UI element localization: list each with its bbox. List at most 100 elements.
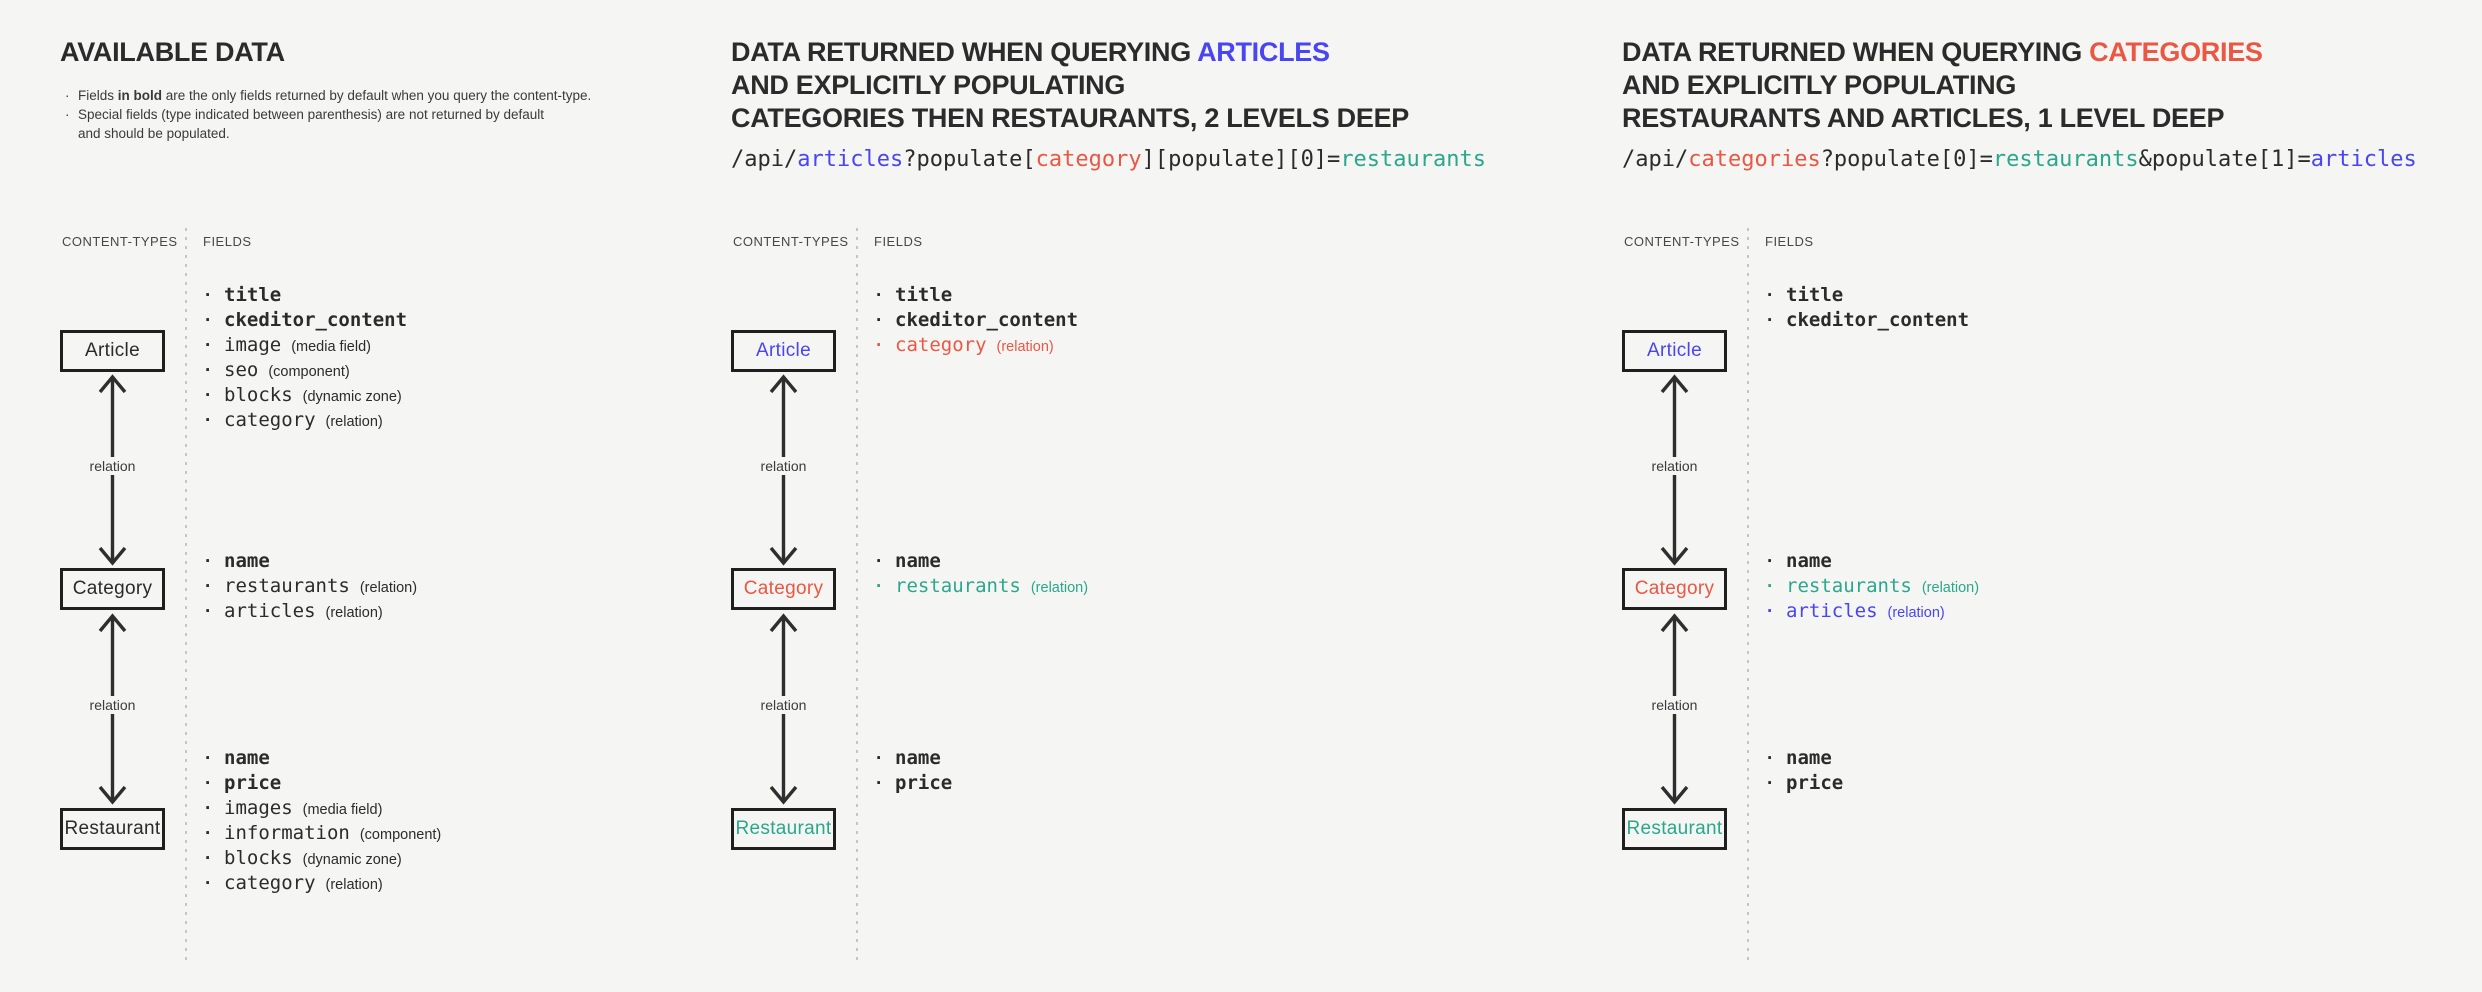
title-text: AND EXPLICITLY POPULATING <box>731 70 1126 100</box>
field-row: ·name <box>876 747 952 772</box>
code-segment: category <box>1035 147 1142 172</box>
code-segment: articles <box>797 147 904 172</box>
title-highlight: ARTICLES <box>1197 37 1330 67</box>
field-row: ·category(relation) <box>205 409 407 434</box>
content-type-box-restaurant: Restaurant <box>1622 808 1727 850</box>
note-item: and should be populated. <box>65 124 591 143</box>
field-type-annotation: (component) <box>268 364 350 380</box>
field-name: title <box>224 284 282 306</box>
relation-label: relation <box>1645 696 1704 715</box>
bullet-icon: · <box>205 873 212 894</box>
fields-column-label: FIELDS <box>203 234 252 249</box>
relation-connector: relation <box>83 612 142 806</box>
fields-column-label: FIELDS <box>1765 234 1814 249</box>
article-fields-list: ·title ·ckeditor_content ·category(relat… <box>876 284 1078 359</box>
title-line: RESTAURANTS AND ARTICLES, 1 LEVEL DEEP <box>1622 102 2263 135</box>
field-name: title <box>1786 284 1844 306</box>
bullet-icon: · <box>205 410 212 431</box>
field-name: seo <box>224 359 259 381</box>
field-name: information <box>224 822 350 844</box>
bullet-icon: · <box>205 360 212 381</box>
note-item: · Fields in bold are the only fields ret… <box>65 86 591 105</box>
field-row: ·category(relation) <box>205 872 441 897</box>
panel-query-articles: DATA RETURNED WHEN QUERYING ARTICLES AND… <box>731 0 1601 992</box>
field-row: ·images(media field) <box>205 797 441 822</box>
entity-name: Article <box>85 340 140 361</box>
note-segment: Fields <box>78 88 118 103</box>
relation-label: relation <box>83 457 142 476</box>
title-text: AND EXPLICITLY POPULATING <box>1622 70 2017 100</box>
field-row: ·ckeditor_content <box>205 309 407 334</box>
field-row: ·title <box>876 284 1078 309</box>
field-type-annotation: (relation) <box>325 605 383 621</box>
content-type-box-category: Category <box>60 568 165 610</box>
title-text: AVAILABLE DATA <box>60 37 285 67</box>
content-types-column-label: CONTENT-TYPES <box>1624 234 1740 249</box>
field-row: ·price <box>1767 772 1843 797</box>
field-row: ·articles(relation) <box>205 600 417 625</box>
relation-label: relation <box>754 696 813 715</box>
field-type-annotation: (dynamic zone) <box>302 389 402 405</box>
note-text: Fields in bold are the only fields retur… <box>78 86 591 105</box>
dotted-column-divider <box>856 228 858 962</box>
content-type-box-category: Category <box>731 568 836 610</box>
field-name: ckeditor_content <box>1786 309 1970 331</box>
relation-label: relation <box>83 696 142 715</box>
field-name: category <box>895 334 987 356</box>
field-row: ·name <box>1767 747 1843 772</box>
field-row: · name <box>1767 550 1979 575</box>
code-segment: &populate[1]= <box>2138 147 2311 172</box>
field-name: articles <box>224 600 316 622</box>
field-row: ·ckeditor_content <box>876 309 1078 334</box>
api-query-url: /api/categories?populate[0]=restaurants&… <box>1622 146 2417 174</box>
field-name: restaurants <box>224 575 350 597</box>
field-name: name <box>1786 550 1832 572</box>
relation-connector: relation <box>83 373 142 567</box>
field-row: ·name <box>205 747 441 772</box>
field-name: blocks <box>224 847 293 869</box>
field-name: price <box>895 772 953 794</box>
bullet-icon: · <box>1767 601 1774 622</box>
field-row: ·name <box>876 550 1088 575</box>
bullet-icon: · <box>205 335 212 356</box>
bullet-icon: · <box>205 576 212 597</box>
bullet-icon: · <box>205 310 212 331</box>
fields-column-label: FIELDS <box>874 234 923 249</box>
category-fields-list: ·name ·restaurants(relation) <box>876 550 1088 600</box>
field-name: blocks <box>224 384 293 406</box>
bullet-icon: · <box>1767 551 1774 572</box>
note-text: and should be populated. <box>78 124 230 143</box>
title-line: DATA RETURNED WHEN QUERYING CATEGORIES <box>1622 36 2263 69</box>
dotted-column-divider <box>1747 228 1749 962</box>
article-fields-list: · title · ckeditor_content <box>1767 284 1969 334</box>
bullet-icon: · <box>1767 773 1774 794</box>
field-row: ·articles(relation) <box>1767 600 1979 625</box>
content-type-box-restaurant: Restaurant <box>60 808 165 850</box>
bullet-icon: · <box>876 773 883 794</box>
field-name: articles <box>1786 600 1878 622</box>
bullet-icon: · <box>1767 285 1774 306</box>
bullet-icon: · <box>205 748 212 769</box>
restaurant-fields-list: ·name · price <box>876 747 952 797</box>
bullet-icon: · <box>205 773 212 794</box>
relation-label: relation <box>1645 457 1704 476</box>
section-title: DATA RETURNED WHEN QUERYING ARTICLES AND… <box>731 36 1409 135</box>
field-type-annotation: (dynamic zone) <box>302 852 402 868</box>
field-row: ·restaurants(relation) <box>876 575 1088 600</box>
restaurant-fields-list: ·name ·price <box>1767 747 1843 797</box>
field-row: · title <box>1767 284 1969 309</box>
bullet-icon: · <box>876 576 883 597</box>
bullet-icon: · <box>876 285 883 306</box>
field-type-annotation: (media field) <box>291 339 371 355</box>
field-row: · seo (component) <box>205 359 407 384</box>
content-type-box-restaurant: Restaurant <box>731 808 836 850</box>
title-line: DATA RETURNED WHEN QUERYING ARTICLES <box>731 36 1409 69</box>
api-query-url: /api/articles?populate[category][populat… <box>731 146 1486 174</box>
note-item: · Special fields (type indicated between… <box>65 105 591 124</box>
entity-name: Restaurant <box>1626 818 1723 839</box>
field-name: restaurants <box>895 575 1021 597</box>
panel-query-categories: DATA RETURNED WHEN QUERYING CATEGORIES A… <box>1622 0 2482 992</box>
category-fields-list: ·name ·restaurants(relation) ·articles(r… <box>205 550 417 625</box>
restaurant-fields-list: ·name ·price ·images(media field) ·infor… <box>205 747 441 897</box>
